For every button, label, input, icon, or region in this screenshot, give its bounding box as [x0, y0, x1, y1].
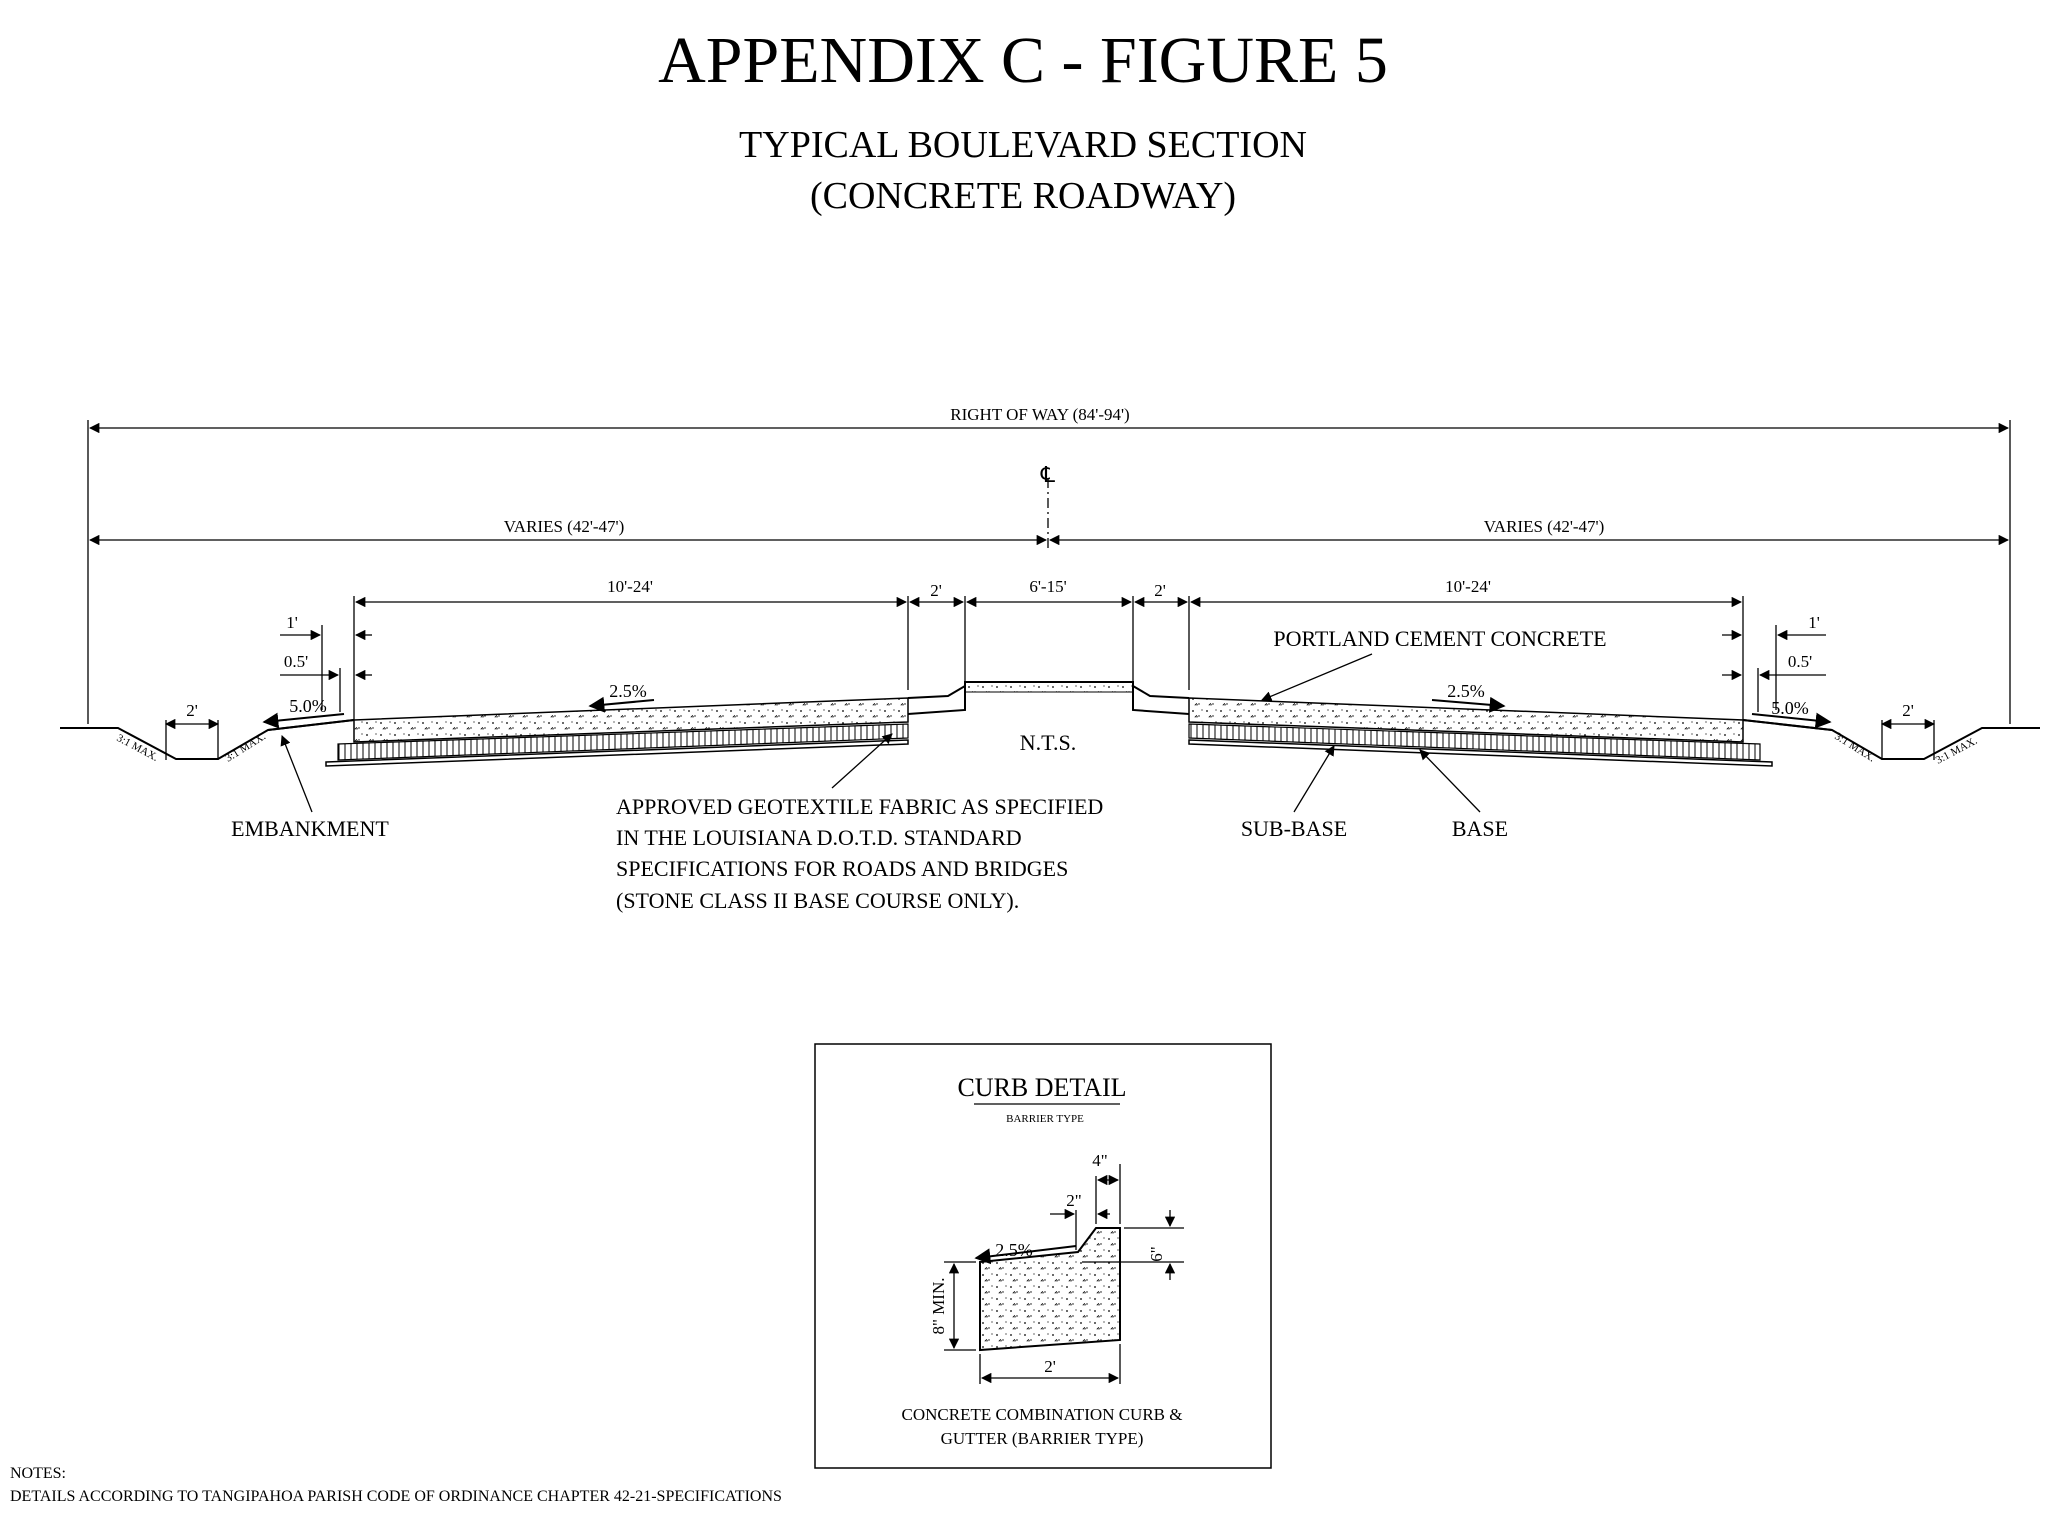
right-shoulder-dims: [1722, 625, 1826, 712]
base-label: BASE: [1452, 816, 1508, 841]
left-shoulder-dims: [280, 625, 372, 712]
figure-subtitle-2: (CONCRETE ROADWAY): [810, 175, 1236, 217]
shoulder-right-slope-label: 5.0%: [1771, 698, 1809, 718]
lane-left-slope-label: 2.5%: [609, 681, 647, 701]
right-base: [1188, 723, 1761, 761]
varies-left-label: VARIES (42'-47'): [504, 517, 625, 536]
side-slope-label-2: 3:1 MAX.: [223, 730, 268, 764]
geotextile-line-1: APPROVED GEOTEXTILE FABRIC AS SPECIFIED: [616, 794, 1103, 819]
lane-right-slope-label: 2.5%: [1447, 681, 1485, 701]
median-label: 6'-15': [1029, 577, 1066, 596]
half-ft-right-label: 0.5': [1788, 652, 1812, 671]
curb-2in-label: 2": [1066, 1191, 1081, 1210]
lane-left-slope-arrow: [588, 696, 655, 713]
curb-detail-subtitle: BARRIER TYPE: [1006, 1113, 1084, 1125]
geotextile-line-3: SPECIFICATIONS FOR ROADS AND BRIDGES: [616, 856, 1068, 881]
ditch-right-label: 2': [1902, 701, 1914, 720]
lane-right-slope-arrow: [1431, 696, 1506, 713]
curb-4in-label: 4": [1092, 1151, 1107, 1170]
notes-line-1: DETAILS ACCORDING TO TANGIPAHOA PARISH C…: [10, 1488, 782, 1505]
one-ft-left-label: 1': [286, 613, 298, 632]
shoulder-left-slope-arrow: [262, 712, 345, 729]
median-surface: [964, 681, 1134, 693]
curb-6in-label: 6": [1147, 1246, 1166, 1261]
curb-caption-2: GUTTER (BARRIER TYPE): [941, 1429, 1144, 1448]
right-roadway: [1132, 684, 1773, 767]
geotextile-leader: [831, 733, 893, 789]
curb-slope-label: 2.5%: [995, 1240, 1033, 1260]
gutter-right-label: 2': [1154, 581, 1166, 600]
side-slope-label-3: 3:1 MAX.: [1832, 730, 1877, 764]
subbase-label: SUB-BASE: [1241, 816, 1347, 841]
curb-section: [979, 1227, 1121, 1352]
curb-2ft-label: 2': [1044, 1357, 1056, 1376]
left-concrete-slab: [353, 697, 909, 743]
lane-dim-chain: [353, 596, 1744, 720]
left-roadway: [325, 681, 1134, 767]
shoulder-right-slope-arrow: [1751, 712, 1832, 729]
figure-subtitle-1: TYPICAL BOULEVARD SECTION: [739, 124, 1307, 166]
nts-label: N.T.S.: [1020, 730, 1076, 755]
curb-8in-label: 8" MIN.: [929, 1278, 948, 1335]
left-base: [337, 723, 909, 761]
embankment-leader: [280, 735, 313, 813]
geotextile-line-2: IN THE LOUISIANA D.O.T.D. STANDARD: [616, 825, 1022, 850]
centerline-symbol: ℄: [1040, 462, 1056, 487]
figure-title: APPENDIX C - FIGURE 5: [658, 24, 1388, 97]
half-ft-left-label: 0.5': [284, 652, 308, 671]
left-shoulder: [267, 719, 355, 731]
notes-heading: NOTES:: [10, 1465, 66, 1482]
base-leader: [1419, 749, 1481, 813]
one-ft-right-label: 1': [1808, 613, 1820, 632]
shoulder-left-slope-label: 5.0%: [289, 696, 327, 716]
curb-detail-title: CURB DETAIL: [957, 1073, 1126, 1102]
right-subbase: [1188, 739, 1773, 767]
lane-left-label: 10'-24': [607, 577, 653, 596]
curb-caption-1: CONCRETE COMBINATION CURB &: [902, 1405, 1183, 1424]
subbase-leader: [1293, 745, 1335, 813]
geotextile-line-4: (STONE CLASS II BASE COURSE ONLY).: [616, 888, 1019, 913]
lane-right-label: 10'-24': [1445, 577, 1491, 596]
right-of-way-label: RIGHT OF WAY (84'-94'): [950, 405, 1129, 424]
ditch-left-label: 2': [186, 701, 198, 720]
varies-right-label: VARIES (42'-47'): [1484, 517, 1605, 536]
embankment-label: EMBANKMENT: [231, 816, 389, 841]
portland-cement-label: PORTLAND CEMENT CONCRETE: [1273, 626, 1606, 651]
gutter-left-label: 2': [930, 581, 942, 600]
curb-detail-panel: CURB DETAIL BARRIER TYPE 2.5% 4" 2" 6" 8…: [814, 1043, 1272, 1469]
portland-leader: [1261, 653, 1373, 702]
left-subbase: [325, 739, 909, 767]
geotextile-note: APPROVED GEOTEXTILE FABRIC AS SPECIFIED …: [616, 794, 1103, 913]
